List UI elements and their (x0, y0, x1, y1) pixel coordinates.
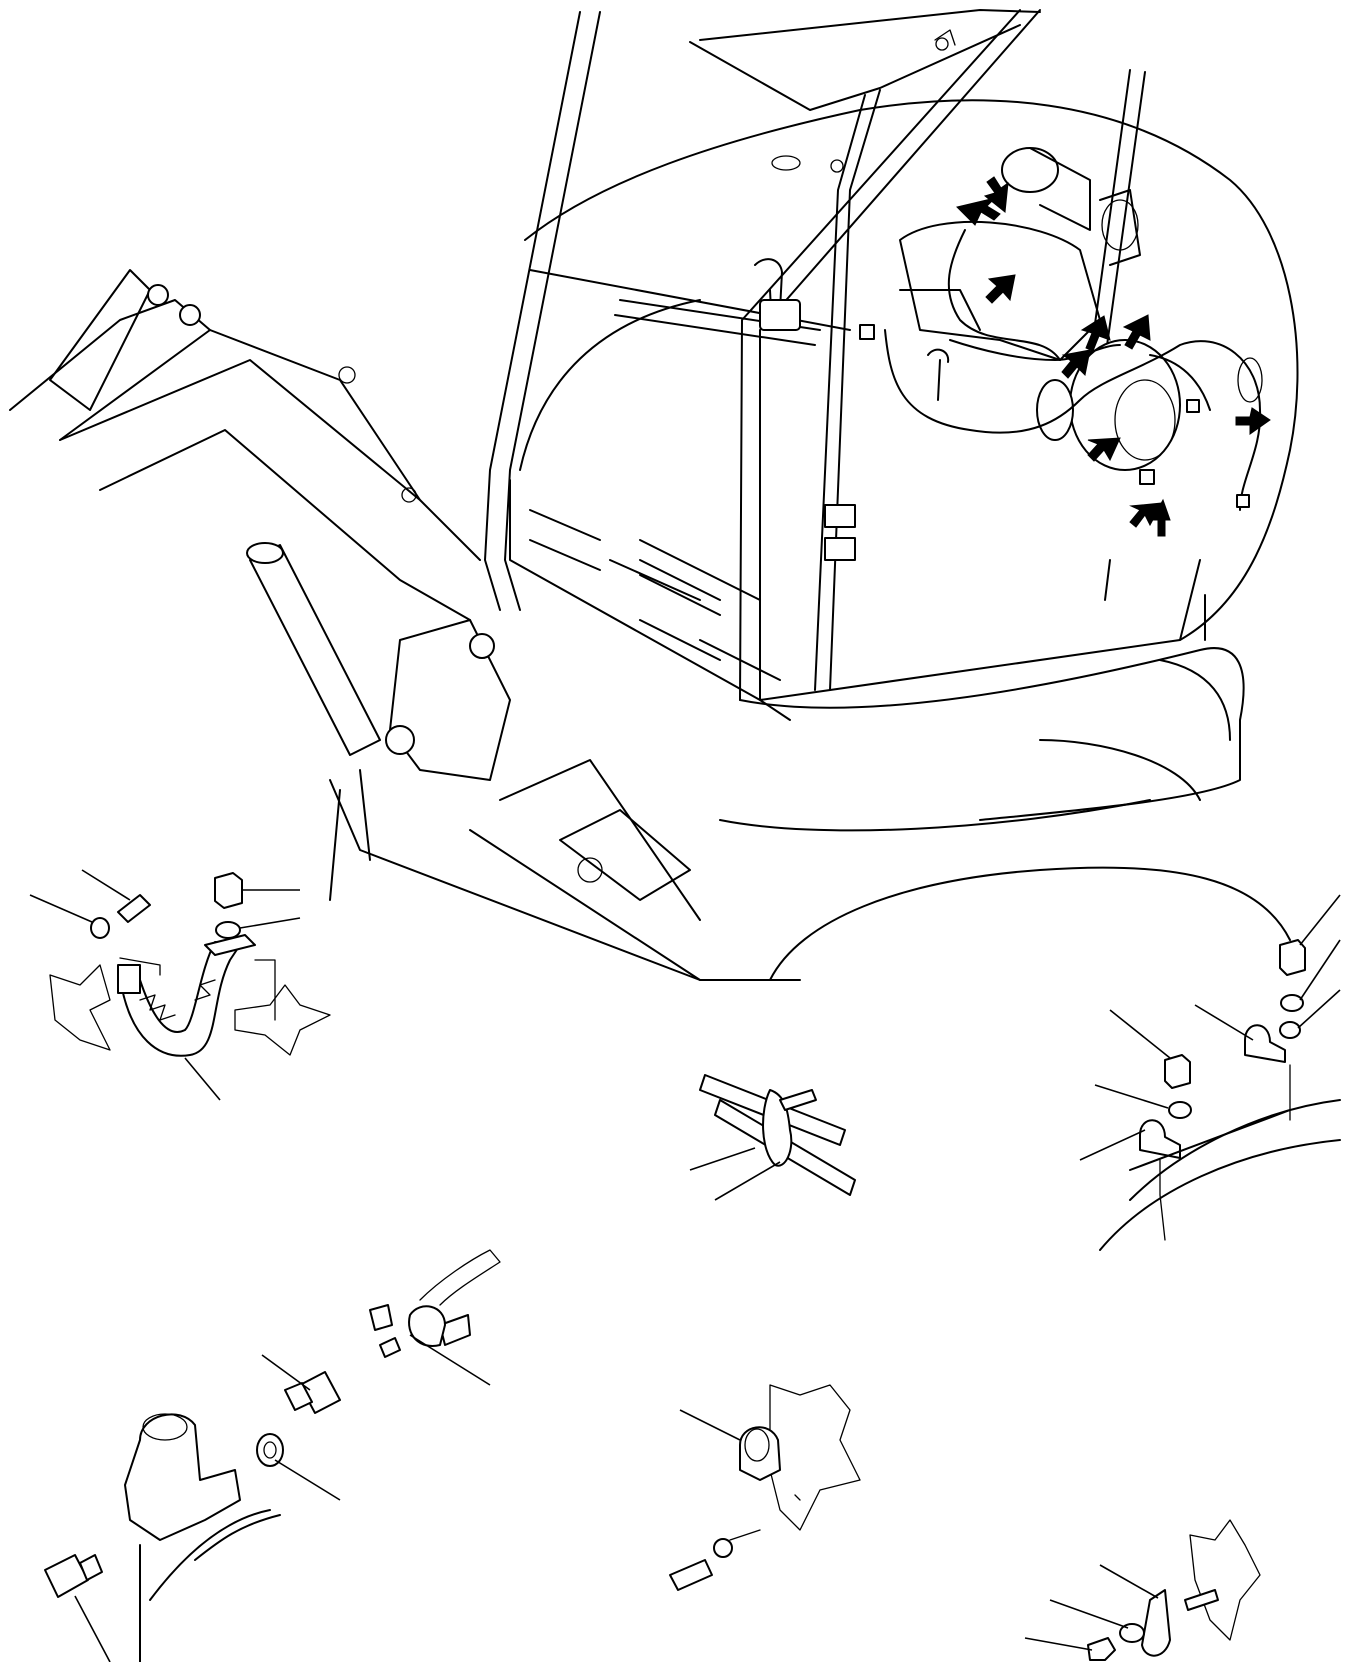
leader-line (1194, 1004, 1254, 1041)
leader-line (689, 1147, 756, 1171)
clip-bracket (1141, 1589, 1171, 1657)
detail-clamps (1079, 894, 1341, 1251)
callout-arrows (956, 176, 1271, 537)
connector (379, 1337, 401, 1358)
bolt-icon (669, 1559, 713, 1591)
connector (439, 1314, 471, 1346)
detail-switch (44, 1249, 501, 1662)
callout-arrow (1122, 314, 1151, 350)
leader-line (74, 1595, 111, 1662)
valve-block (124, 1413, 241, 1541)
callout-arrow (983, 176, 1009, 213)
leader-line (409, 1334, 491, 1386)
washer-icon (1279, 1021, 1301, 1039)
bolt-icon (1184, 1589, 1219, 1611)
leader-line (261, 1354, 311, 1391)
connector (369, 1304, 393, 1331)
callout-arrow (1080, 315, 1111, 352)
leader-line (1049, 1599, 1129, 1629)
washer-icon (215, 921, 241, 939)
leader-line (679, 1409, 741, 1441)
bolt-icon (1279, 939, 1306, 976)
leader-line (1299, 894, 1341, 946)
detail-grommet-clip (669, 1384, 861, 1591)
detail-bracket (1024, 1519, 1261, 1661)
washer-icon (1280, 994, 1304, 1012)
clamp (1139, 1119, 1181, 1159)
leader-line (1079, 1129, 1146, 1161)
leader-line (274, 1459, 341, 1501)
washer-icon (713, 1538, 733, 1558)
bolt-icon (214, 872, 243, 909)
nut-icon (1087, 1637, 1116, 1661)
leader-line (184, 1057, 221, 1101)
leader-line (1297, 989, 1341, 1029)
excavator-assembly (9, 9, 1299, 981)
leader-line (1094, 1084, 1169, 1109)
strap-terminal (117, 964, 141, 994)
canopy-frame (484, 9, 1146, 721)
washer-icon (256, 1433, 284, 1467)
bolt-icon (117, 894, 151, 923)
leader-line (1109, 1009, 1171, 1059)
callout-arrow (1129, 502, 1163, 528)
callout-arrow (1235, 407, 1271, 435)
engine-components (529, 147, 1263, 681)
ground-strap (119, 941, 241, 1057)
leader-line (1099, 1564, 1159, 1599)
washer-icon (1119, 1623, 1145, 1643)
leader-line (29, 894, 93, 923)
washer-icon (1168, 1101, 1192, 1119)
detail-cable-tie (689, 1074, 856, 1201)
detail-ground-strap (29, 869, 331, 1101)
callout-arrow (985, 274, 1016, 304)
clamp (1244, 1024, 1286, 1063)
callout-arrow (1061, 349, 1091, 379)
bolt-icon (1164, 1054, 1191, 1089)
callout-arrow (1151, 498, 1171, 537)
undercarriage (329, 659, 1291, 981)
leader-line (239, 917, 301, 929)
boom-arm (9, 269, 511, 781)
leader-line (714, 1161, 781, 1201)
washer-icon (90, 917, 110, 939)
leader-line (1299, 939, 1341, 1001)
boot (408, 1305, 446, 1347)
leader-line (81, 869, 131, 901)
leader-line (1024, 1637, 1093, 1651)
callout-arrow (1087, 437, 1121, 462)
rear-body (509, 29, 1299, 832)
grommet (739, 1426, 781, 1481)
